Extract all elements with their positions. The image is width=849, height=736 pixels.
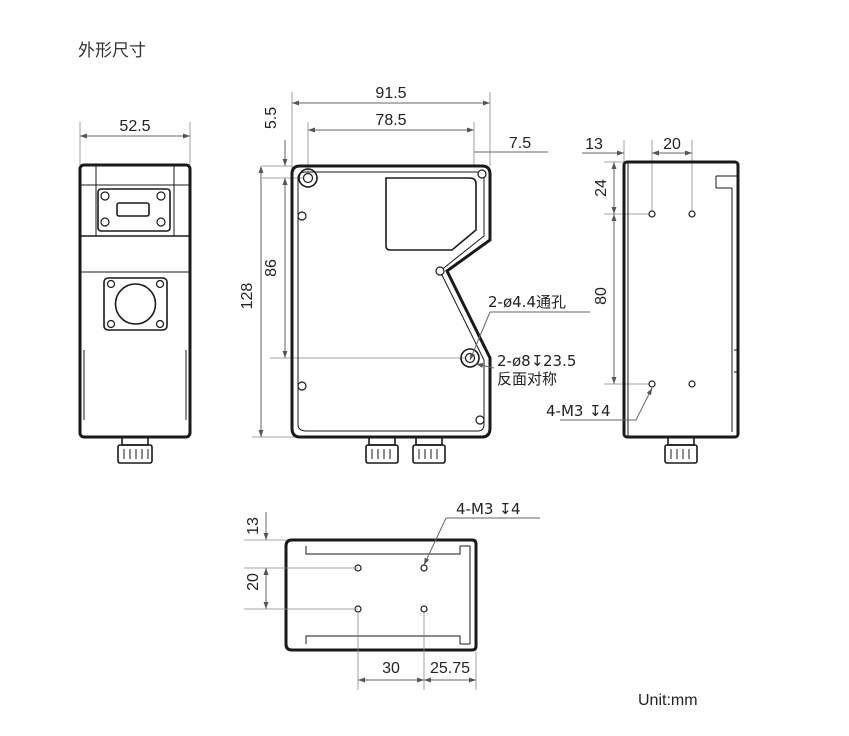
side-body-outline (290, 164, 492, 439)
rear-thread-note: 4-M3 (546, 402, 583, 420)
bottom-thread-note: 4-M3 (456, 500, 493, 518)
bottom-right-offset-label: 25.75 (430, 660, 470, 677)
front-connector-circle (114, 283, 157, 325)
bottom-vertical-spacing-label: 20 (245, 573, 262, 591)
front-view: 52.5 (78, 118, 192, 464)
rear-vertical-spacing-label: 80 (593, 287, 610, 305)
side-through-hole-note: 2-ø4.4通孔 (488, 293, 566, 311)
rear-depth-symbol: ↧ (589, 402, 602, 420)
rear-cable-connector (664, 436, 698, 464)
bottom-view: 4-M3 ↧ 4 13 20 30 25.75 (244, 500, 540, 690)
front-width-dim-label: 52.5 (119, 118, 150, 135)
side-height-label: 128 (239, 283, 256, 310)
rear-m3-hole (648, 210, 656, 218)
rear-m3-hole (648, 380, 656, 388)
rear-horizontal-spacing-label: 20 (663, 136, 681, 153)
rear-m3-hole (688, 210, 696, 218)
side-window (385, 177, 477, 251)
side-counterbore-note: 2-ø8 (497, 352, 531, 370)
side-vertical-hole-label: 86 (263, 259, 280, 277)
front-cable-connector (117, 436, 153, 464)
bottom-m3-hole (420, 564, 428, 572)
drawing-title: 外形尺寸 (78, 41, 146, 61)
side-counterbore-depth: 23.5 (543, 352, 576, 370)
unit-note: Unit:mm (638, 692, 698, 709)
bottom-m3-hole (420, 605, 428, 613)
side-symmetric-note: 反面对称 (497, 370, 557, 388)
rear-m3-hole (688, 380, 696, 388)
rear-thread-depth: 4 (601, 402, 611, 420)
side-connector-right (412, 436, 446, 464)
front-window-panel (97, 188, 171, 232)
bottom-body-outline (284, 538, 478, 652)
side-right-offset-label: 7.5 (509, 135, 531, 152)
side-counterbore-top (298, 168, 318, 188)
side-connector-left (365, 436, 399, 464)
rear-top-offset-label: 24 (593, 179, 610, 197)
side-hole-spacing-label: 78.5 (375, 112, 406, 129)
rear-view: 13 20 24 80 4-M3 ↧ 4 (546, 136, 740, 464)
bottom-horizontal-spacing-label: 30 (382, 660, 400, 677)
side-counterbore-bottom (460, 348, 480, 368)
front-connector-flange (103, 277, 168, 331)
front-window-slot (116, 202, 150, 217)
side-total-width-label: 91.5 (375, 85, 406, 102)
rear-left-offset-label: 13 (585, 136, 603, 153)
side-top-offset-label: 5.5 (263, 107, 280, 129)
bottom-depth-symbol: ↧ (499, 500, 512, 518)
bottom-thread-depth: 4 (511, 500, 521, 518)
side-depth-symbol: ↧ (531, 352, 544, 370)
side-view: 91.5 78.5 7.5 5.5 128 86 2-ø4.4通孔 2- (239, 85, 590, 464)
rear-body-outline (622, 160, 740, 439)
bottom-top-offset-label: 13 (245, 517, 262, 535)
